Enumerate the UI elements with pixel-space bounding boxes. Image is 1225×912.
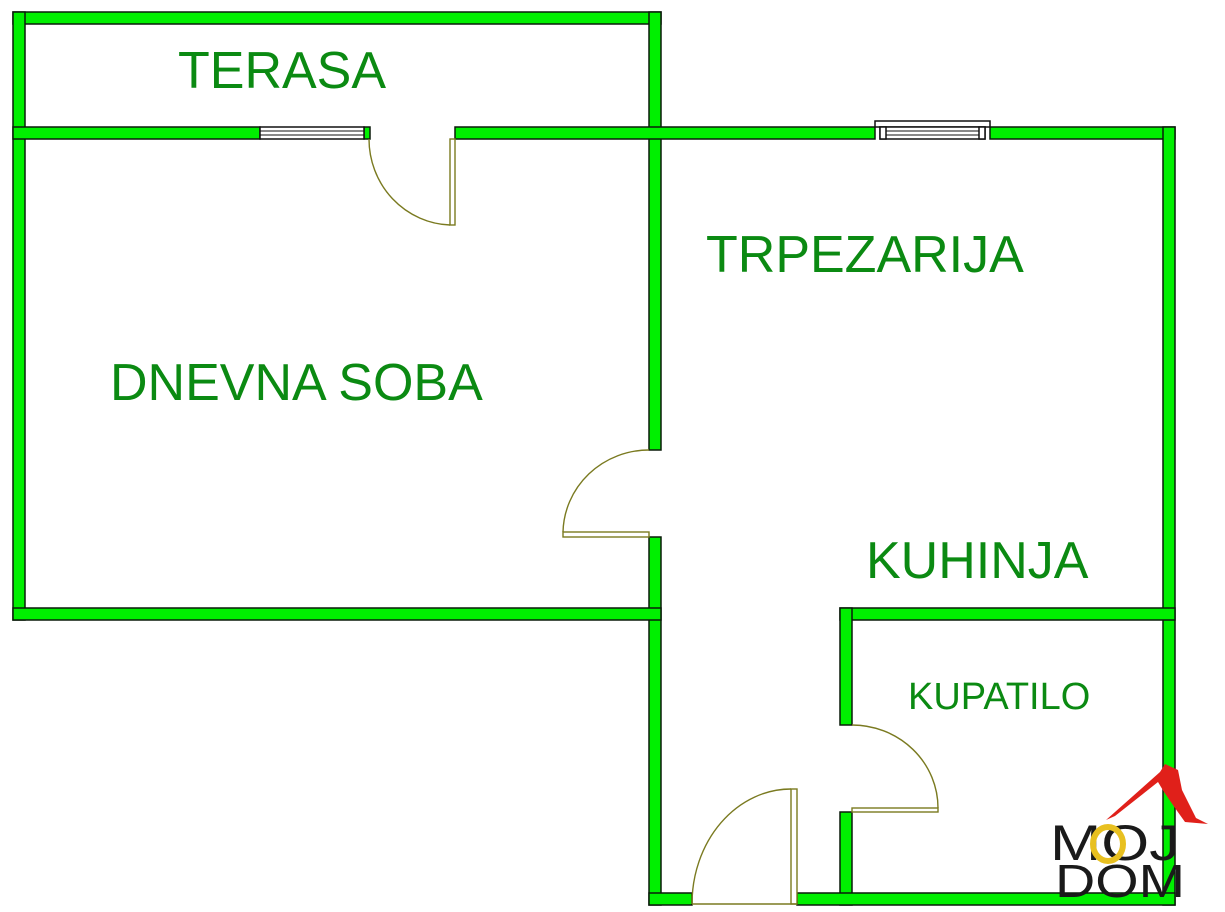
- wall-bathroom-left-lower: [839, 811, 853, 906]
- wall-terrace-top: [12, 11, 662, 25]
- wall-bathroom-top: [839, 607, 1176, 621]
- door-living-room: [562, 449, 650, 538]
- wall-bathroom-left-upper: [839, 607, 853, 726]
- room-labels: TERASA TRPEZARIJA DNEVNA SOBA KUHINJA KU…: [110, 42, 1090, 718]
- window-terrace: [259, 126, 365, 140]
- wall-left: [12, 11, 26, 621]
- door-bathroom: [851, 724, 939, 813]
- wall-middle-upper: [648, 11, 662, 451]
- window-dining: [874, 120, 991, 140]
- doors: [368, 138, 939, 905]
- wall-horizontal-d: [989, 126, 1176, 140]
- walls: [12, 11, 1176, 906]
- windows: [259, 120, 991, 140]
- label-terrace: TERASA: [178, 42, 386, 100]
- label-dining: TRPEZARIJA: [706, 226, 1024, 284]
- logo-roof-icon: [1106, 764, 1208, 824]
- wall-living-bottom: [12, 607, 662, 621]
- logo-o-ring: [1090, 824, 1126, 864]
- label-kitchen: KUHINJA: [866, 532, 1089, 590]
- label-living-room: DNEVNA SOBA: [110, 354, 483, 412]
- logo-line-2: DOM: [1055, 855, 1185, 907]
- wall-horizontal-c: [454, 126, 876, 140]
- label-bathroom: KUPATILO: [908, 676, 1090, 718]
- wall-horizontal-a: [12, 126, 261, 140]
- door-entrance: [691, 788, 798, 905]
- moj-dom-logo: MOJ DOM: [1050, 764, 1208, 907]
- wall-middle-lower: [648, 536, 662, 906]
- wall-bottom-a: [648, 892, 693, 906]
- door-terrace: [368, 138, 456, 226]
- wall-horizontal-b: [363, 126, 371, 140]
